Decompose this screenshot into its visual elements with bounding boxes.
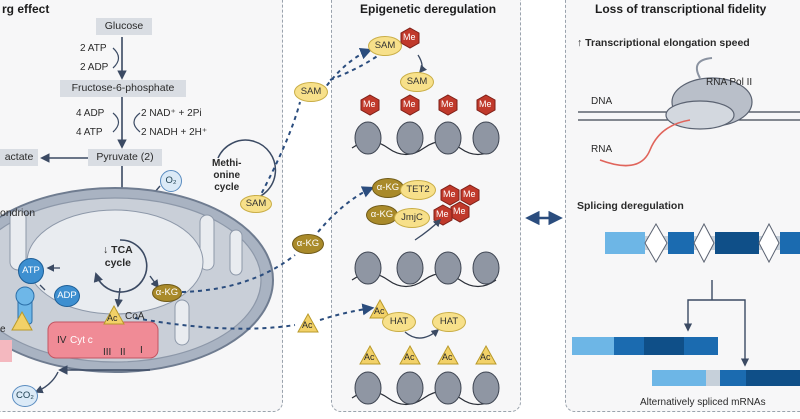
- etc-chain: [47, 321, 159, 359]
- me-6: Me: [443, 189, 456, 199]
- me-5: Me: [479, 99, 492, 109]
- ac-epi-4: Ac: [442, 352, 453, 362]
- me-2: Me: [363, 99, 376, 109]
- glucose-box: Glucose: [96, 18, 152, 35]
- pyruvate-box: Pyruvate (2): [88, 149, 162, 166]
- adp-label-1: 2 ADP: [80, 62, 109, 73]
- mitochondrion-label: ondrion: [0, 207, 36, 219]
- methionine-cycle-arrow: [217, 139, 277, 204]
- sam-methionine: SAM: [240, 195, 272, 213]
- atp-molecule: ATP: [18, 258, 44, 284]
- adp-label-4: 4 ADP: [76, 108, 105, 119]
- co2-molecule: CO₂: [12, 385, 38, 407]
- rna-strand: [599, 119, 691, 167]
- ac-mito-label: Ac: [107, 313, 118, 323]
- atp-label-4: 4 ATP: [76, 127, 103, 138]
- nucleosome-row-1: [351, 121, 500, 156]
- ac-epi-5: Ac: [480, 352, 491, 362]
- tca-cycle-arrow: [93, 239, 148, 293]
- nad-label: 2 NAD⁺ + 2Pi: [141, 108, 202, 119]
- jmjc-enzyme: JmjC: [394, 208, 430, 228]
- ac-connector: Ac: [302, 320, 313, 330]
- tca-cycle-label: ↓ TCA cycle: [103, 244, 133, 269]
- methionine-cycle-label: Methi- onine cycle: [212, 158, 242, 193]
- me-4: Me: [441, 99, 454, 109]
- akg-mito: α-KG: [152, 284, 182, 302]
- cristae: [9, 209, 243, 346]
- etc-iv: IV: [57, 335, 67, 346]
- dna-label: DNA: [591, 96, 613, 107]
- nucleosome-row-3: [351, 371, 500, 406]
- conn-methionine-sam: [257, 101, 301, 201]
- nucleosome-row-2: [351, 251, 500, 288]
- akg-epi-1: α-KG: [372, 178, 404, 198]
- warburg-title: rg effect: [2, 2, 50, 16]
- etc-cytc: Cyt c: [70, 335, 93, 346]
- rna-label: RNA: [591, 144, 613, 155]
- exon-4: [780, 232, 800, 254]
- atp-label-1: 2 ATP: [80, 43, 107, 54]
- lactate-box: actate: [0, 149, 38, 166]
- akg-epi-2: α-KG: [366, 205, 398, 225]
- me-8: Me: [453, 206, 466, 216]
- exon-2: [668, 232, 694, 254]
- curve-adp-atp: [112, 112, 120, 133]
- f6p-box: Fructose-6-phosphate: [60, 80, 186, 97]
- sam-epi-1: SAM: [368, 36, 402, 56]
- mrna-variant-1: [572, 337, 718, 355]
- rna-pol-label: RNA Pol II: [706, 77, 753, 88]
- sam-epi-2: SAM: [400, 72, 434, 92]
- akg-connector: α-KG: [292, 234, 324, 254]
- exon-3: [715, 232, 759, 254]
- hat-enzyme-2: HAT: [432, 312, 466, 332]
- edge-e-label: e: [0, 324, 6, 335]
- ac-epi-3: Ac: [404, 352, 415, 362]
- curve-atp-adp: [112, 47, 120, 69]
- hat-enzyme-1: HAT: [382, 312, 416, 332]
- conn-akg-epi: [317, 186, 375, 233]
- ac-epi-2: Ac: [364, 352, 375, 362]
- me-3: Me: [403, 99, 416, 109]
- acetyl-triangles: [11, 298, 497, 365]
- sam-connector: SAM: [294, 82, 328, 102]
- adp-molecule: ADP: [54, 285, 80, 307]
- exon-1: [605, 232, 645, 254]
- elongation-label: ↑ Transcriptional elongation speed: [577, 37, 750, 49]
- ac-epi-1: Ac: [374, 306, 385, 316]
- etc-i: I: [140, 345, 143, 356]
- splicing-label: Splicing deregulation: [577, 200, 684, 212]
- tet2-enzyme: TET2: [400, 180, 436, 200]
- nadh-label: 2 NADH + 2H⁺: [141, 127, 208, 138]
- etc-iii: III: [103, 347, 112, 358]
- o2-molecule: O₂: [160, 170, 182, 192]
- alt-spliced-label: Alternatively spliced mRNAs: [640, 397, 766, 408]
- curve-nad-nadh: [133, 112, 141, 133]
- conn-ac-epi: [319, 303, 375, 321]
- me-7: Me: [463, 189, 476, 199]
- conn-ac-line: [134, 317, 296, 330]
- me-1: Me: [403, 32, 416, 42]
- me-9: Me: [436, 209, 449, 219]
- proton-box: [0, 340, 12, 362]
- etc-ii: II: [120, 347, 126, 358]
- arrow-tca-acoa: [114, 287, 123, 308]
- transcription-title: Loss of transcriptional fidelity: [595, 2, 767, 16]
- arrow-co2: [34, 371, 59, 394]
- epigenetic-title: Epigenetic deregulation: [360, 2, 497, 16]
- coa-label: CoA: [125, 311, 145, 322]
- mrna-variant-2: [652, 370, 800, 386]
